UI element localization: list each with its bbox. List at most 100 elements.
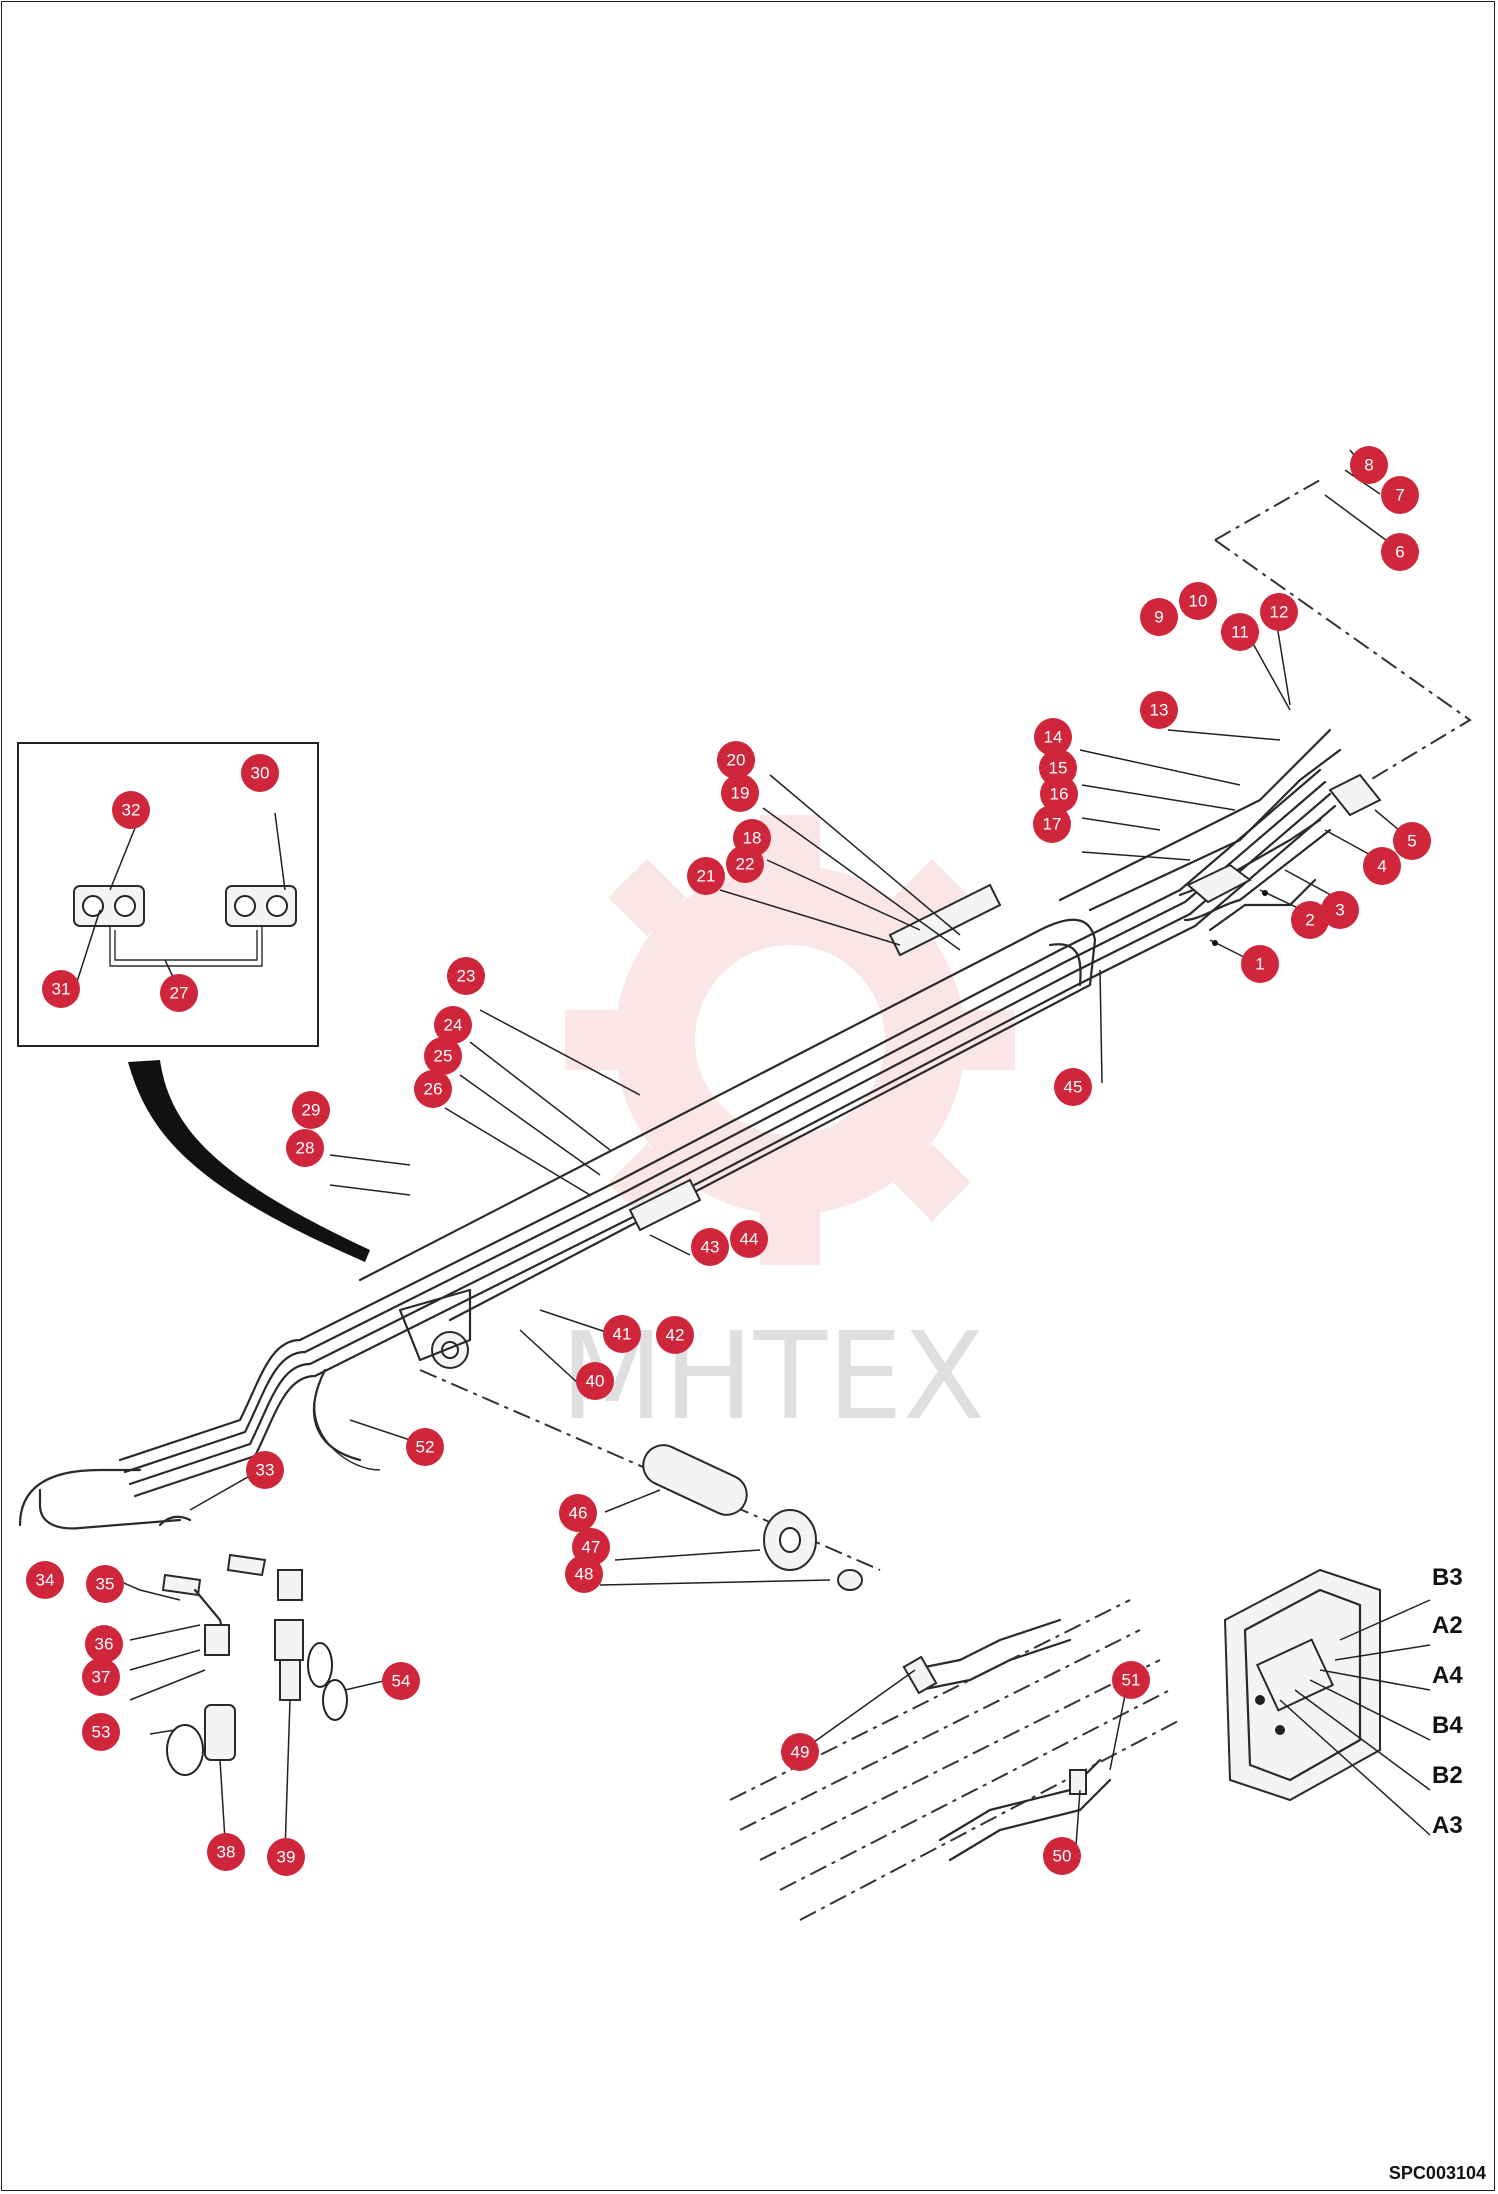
- callout-38: 38: [207, 1833, 245, 1871]
- callout-number: 12: [1270, 603, 1289, 622]
- callout-7: 7: [1381, 476, 1419, 514]
- callout-52: 52: [406, 1428, 444, 1466]
- callout-number: 25: [434, 1047, 453, 1066]
- callout-marker: [726, 845, 764, 883]
- callout-12: 12: [1260, 593, 1298, 631]
- boom-pipes: [18, 728, 1382, 1530]
- callout-marker: [1321, 891, 1359, 929]
- callout-marker: [656, 1316, 694, 1354]
- callout-number: 7: [1395, 486, 1404, 505]
- callout-9: 9: [1140, 598, 1178, 636]
- callout-50: 50: [1043, 1837, 1081, 1875]
- callout-33: 33: [246, 1451, 284, 1489]
- callout-number: 15: [1049, 759, 1068, 778]
- callout-number: 52: [416, 1438, 435, 1457]
- pin-assembly: [642, 1444, 863, 1591]
- callout-marker: [241, 754, 279, 792]
- callout-number: 16: [1050, 785, 1069, 804]
- callout-8: 8: [1350, 446, 1388, 484]
- callout-28: 28: [286, 1129, 324, 1167]
- port-label-a3: A3: [1432, 1812, 1463, 1839]
- callout-number: 17: [1043, 815, 1062, 834]
- callout-marker: [286, 1129, 324, 1167]
- port-label-b4: B4: [1432, 1712, 1463, 1739]
- callout-number: 22: [736, 855, 755, 874]
- callout-25: 25: [424, 1037, 462, 1075]
- callout-marker: [42, 970, 80, 1008]
- callout-marker: [1350, 446, 1388, 484]
- callout-49: 49: [781, 1733, 819, 1771]
- callout-number: 43: [701, 1238, 720, 1257]
- callout-34: 34: [26, 1561, 64, 1599]
- callout-marker: [1043, 1837, 1081, 1875]
- port-label-b2: B2: [1432, 1762, 1463, 1789]
- callout-number: 18: [743, 829, 762, 848]
- callout-number: 4: [1377, 857, 1386, 876]
- callout-number: 3: [1335, 901, 1344, 920]
- callout-53: 53: [82, 1713, 120, 1751]
- callout-46: 46: [559, 1494, 597, 1532]
- callout-marker: [1112, 1661, 1150, 1699]
- callout-marker: [1291, 901, 1329, 939]
- callout-marker: [85, 1625, 123, 1663]
- callout-number: 51: [1122, 1671, 1141, 1690]
- callout-number: 6: [1395, 543, 1404, 562]
- callout-number: 38: [217, 1843, 236, 1862]
- callout-number: 28: [296, 1139, 315, 1158]
- callout-marker: [717, 741, 755, 779]
- callout-number: 37: [92, 1668, 111, 1687]
- callout-23: 23: [447, 957, 485, 995]
- callout-marker: [1393, 822, 1431, 860]
- callout-4: 4: [1363, 847, 1401, 885]
- callout-16: 16: [1040, 775, 1078, 813]
- callout-10: 10: [1179, 582, 1217, 620]
- callout-marker: [82, 1713, 120, 1751]
- callout-39: 39: [267, 1838, 305, 1876]
- callout-number: 8: [1364, 456, 1373, 475]
- callout-54: 54: [382, 1662, 420, 1700]
- callout-marker: [721, 774, 759, 812]
- callout-number: 48: [575, 1565, 594, 1584]
- drawing-code: SPC003104: [1388, 2163, 1486, 2183]
- callout-marker: [1034, 718, 1072, 756]
- callout-19: 19: [721, 774, 759, 812]
- callout-number: 9: [1154, 608, 1163, 627]
- callout-number: 20: [727, 751, 746, 770]
- callout-number: 35: [96, 1575, 115, 1594]
- callout-number: 10: [1189, 592, 1208, 611]
- callout-marker: [1140, 598, 1178, 636]
- callout-14: 14: [1034, 718, 1072, 756]
- callout-1: 1: [1241, 945, 1279, 983]
- callout-13: 13: [1140, 691, 1178, 729]
- callout-6: 6: [1381, 533, 1419, 571]
- callout-41: 41: [603, 1315, 641, 1353]
- callout-number: 32: [122, 801, 141, 820]
- callout-marker: [559, 1494, 597, 1532]
- callout-number: 47: [582, 1538, 601, 1557]
- callout-30: 30: [241, 754, 279, 792]
- callout-number: 39: [277, 1848, 296, 1867]
- port-label-b3: B3: [1432, 1564, 1463, 1591]
- callout-marker: [781, 1733, 819, 1771]
- callout-number: 34: [36, 1571, 55, 1590]
- callout-marker: [292, 1091, 330, 1129]
- fittings-group: [158, 1515, 348, 1776]
- callout-51: 51: [1112, 1661, 1150, 1699]
- centerline-top: [1214, 539, 1472, 781]
- callout-marker: [576, 1362, 614, 1400]
- callout-number: 31: [52, 980, 71, 999]
- callout-29: 29: [292, 1091, 330, 1129]
- callout-marker: [1054, 1068, 1092, 1106]
- callout-2: 2: [1291, 901, 1329, 939]
- callout-number: 45: [1064, 1078, 1083, 1097]
- callout-marker: [1140, 691, 1178, 729]
- watermark-logo: [565, 815, 1015, 1265]
- callout-marker: [1221, 613, 1259, 651]
- callout-marker: [424, 1037, 462, 1075]
- callout-number: 44: [740, 1230, 759, 1249]
- callout-marker: [1260, 593, 1298, 631]
- callout-marker: [603, 1315, 641, 1353]
- callout-marker: [246, 1451, 284, 1489]
- callout-marker: [1033, 805, 1071, 843]
- callout-17: 17: [1033, 805, 1071, 843]
